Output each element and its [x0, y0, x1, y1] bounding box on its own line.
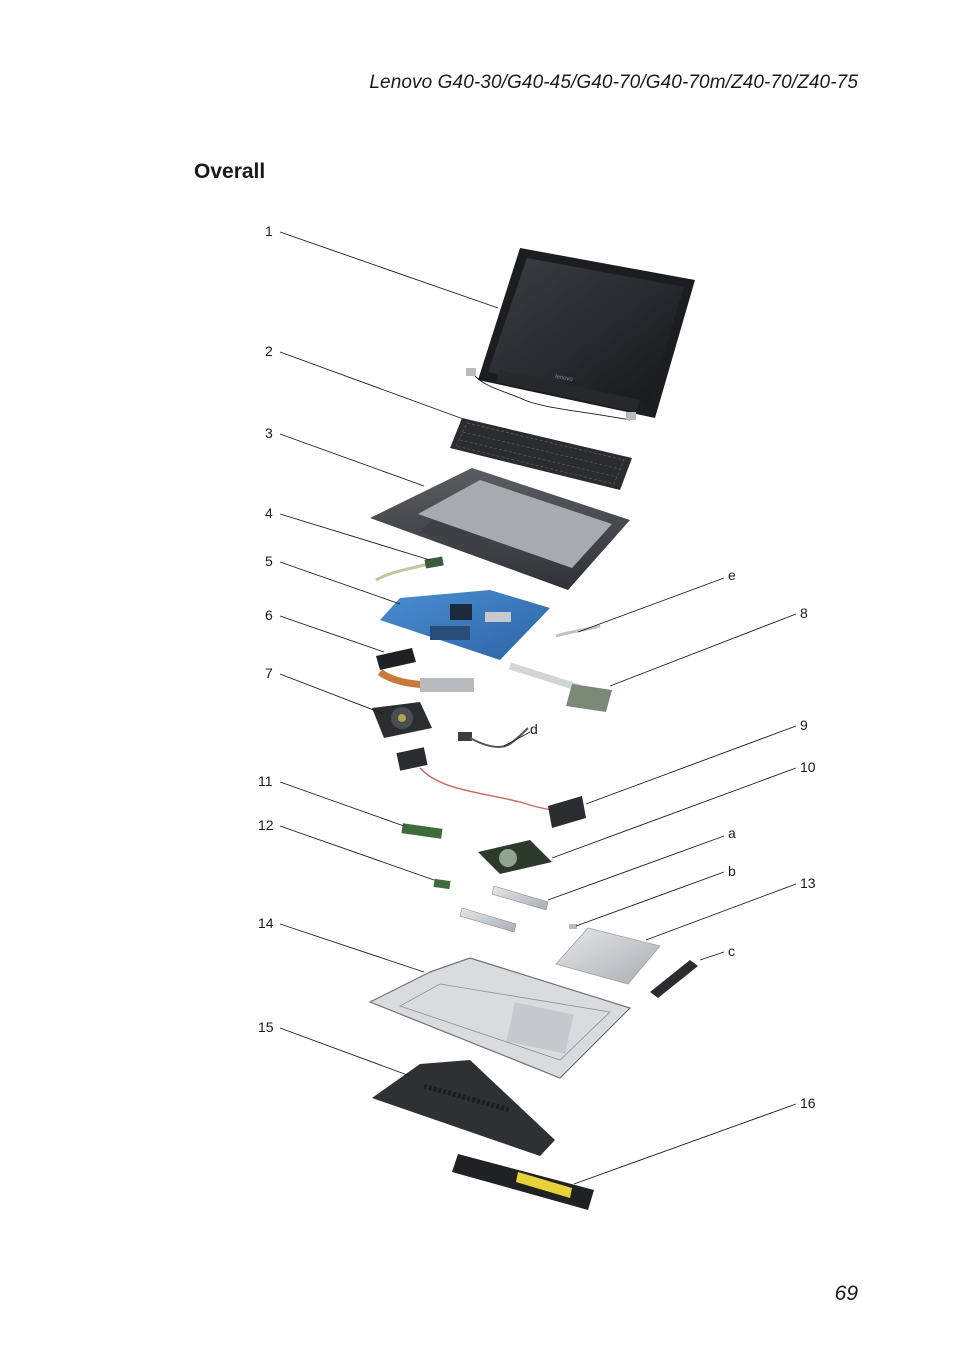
leader-16 [573, 1103, 797, 1185]
part-memory [401, 823, 443, 839]
leader-7 [279, 673, 385, 715]
part-odd-bezel [650, 960, 698, 998]
part-lcd-module: lenovo [466, 248, 695, 421]
part-optical-drive [555, 927, 661, 985]
leader-15 [279, 1027, 411, 1077]
leader-4 [279, 513, 431, 561]
leader-11 [279, 781, 405, 827]
header-model-title: Lenovo G40-30/G40-45/G40-70/G40-70m/Z40-… [369, 72, 858, 93]
leader-3 [279, 433, 425, 487]
leader-d [503, 731, 531, 747]
part-dc-in-cable [458, 727, 529, 748]
part-hdd [478, 840, 552, 874]
callout-c: c [728, 943, 735, 959]
callout-e: e [728, 567, 736, 583]
callout-9: 9 [800, 717, 808, 733]
section-title: Overall [194, 160, 266, 183]
callout-5: 5 [265, 553, 273, 569]
callout-6: 6 [265, 607, 273, 623]
leader-e [577, 577, 725, 633]
callout-12: 12 [258, 817, 274, 833]
callout-3: 3 [265, 425, 273, 441]
callout-a: a [728, 825, 736, 841]
part-screw-b [569, 924, 577, 929]
part-base-cover [368, 957, 632, 1079]
leader-14 [279, 923, 425, 973]
leader-1 [279, 231, 499, 309]
part-cable-e [555, 624, 601, 638]
callout-13: 13 [800, 875, 816, 891]
callout-14: 14 [258, 915, 274, 931]
page-number: 69 [834, 1282, 858, 1305]
leader-a [547, 835, 725, 901]
callout-15: 15 [258, 1019, 274, 1035]
leader-2 [279, 351, 467, 421]
leader-9 [585, 725, 797, 805]
part-palmrest [370, 468, 630, 590]
leader-6 [279, 615, 385, 653]
callout-b: b [728, 863, 736, 879]
part-battery [452, 1154, 594, 1210]
part-switch-board [375, 556, 444, 582]
callout-10: 10 [800, 759, 816, 775]
part-keyboard [450, 418, 632, 490]
part-wlan-card [433, 878, 451, 890]
leader-13 [645, 883, 797, 941]
callout-d: d [530, 721, 538, 737]
callout-1: 1 [265, 223, 273, 239]
part-speakers [396, 747, 586, 828]
leader-b [575, 871, 725, 927]
part-hdd-bracket [459, 885, 549, 933]
callout-16: 16 [800, 1095, 816, 1111]
part-fan [372, 702, 432, 738]
part-thermal-module [376, 648, 474, 692]
callout-2: 2 [265, 343, 273, 359]
callout-7: 7 [265, 665, 273, 681]
part-motherboard [380, 590, 550, 660]
callout-8: 8 [800, 605, 808, 621]
callout-4: 4 [265, 505, 273, 521]
leader-5 [279, 561, 401, 605]
part-io-board [508, 662, 612, 712]
callout-11: 11 [258, 773, 273, 789]
lcd-brand-text: lenovo [555, 374, 574, 383]
leader-c [699, 951, 725, 961]
leader-8 [609, 613, 797, 687]
leader-10 [551, 767, 797, 859]
leader-12 [279, 825, 435, 881]
part-bottom-door [372, 1060, 555, 1156]
